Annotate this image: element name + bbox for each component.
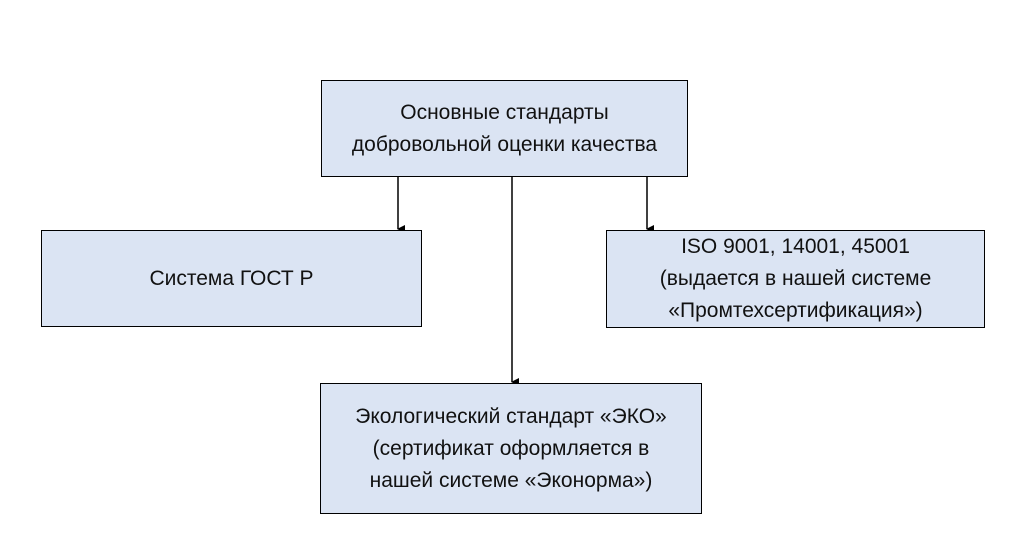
root-node-line-1: Основные стандарты	[400, 100, 609, 124]
iso-line-1: ISO 9001, 14001, 45001	[681, 235, 910, 258]
node-iso: ISO 9001, 14001, 45001 (выдается в нашей…	[606, 230, 985, 328]
node-eco-standard: Экологический стандарт «ЭКО» (сертификат…	[320, 383, 702, 514]
eco-line-2: (сертификат оформляется в	[372, 436, 650, 460]
gost-r-line-1: Система ГОСТ Р	[149, 266, 314, 290]
eco-line-3: нашей системе «Эконорма»)	[369, 468, 653, 492]
eco-line-1: Экологический стандарт «ЭКО»	[355, 404, 667, 428]
node-gost-r: Система ГОСТ Р	[41, 230, 422, 327]
root-node-line-2: добровольной оценки качества	[351, 132, 658, 156]
root-node-main-standards: Основные стандарты добровольной оценки к…	[321, 80, 688, 177]
iso-line-3: «Промтехсертификация»)	[668, 299, 923, 322]
iso-line-2: (выдается в нашей системе	[659, 267, 932, 290]
